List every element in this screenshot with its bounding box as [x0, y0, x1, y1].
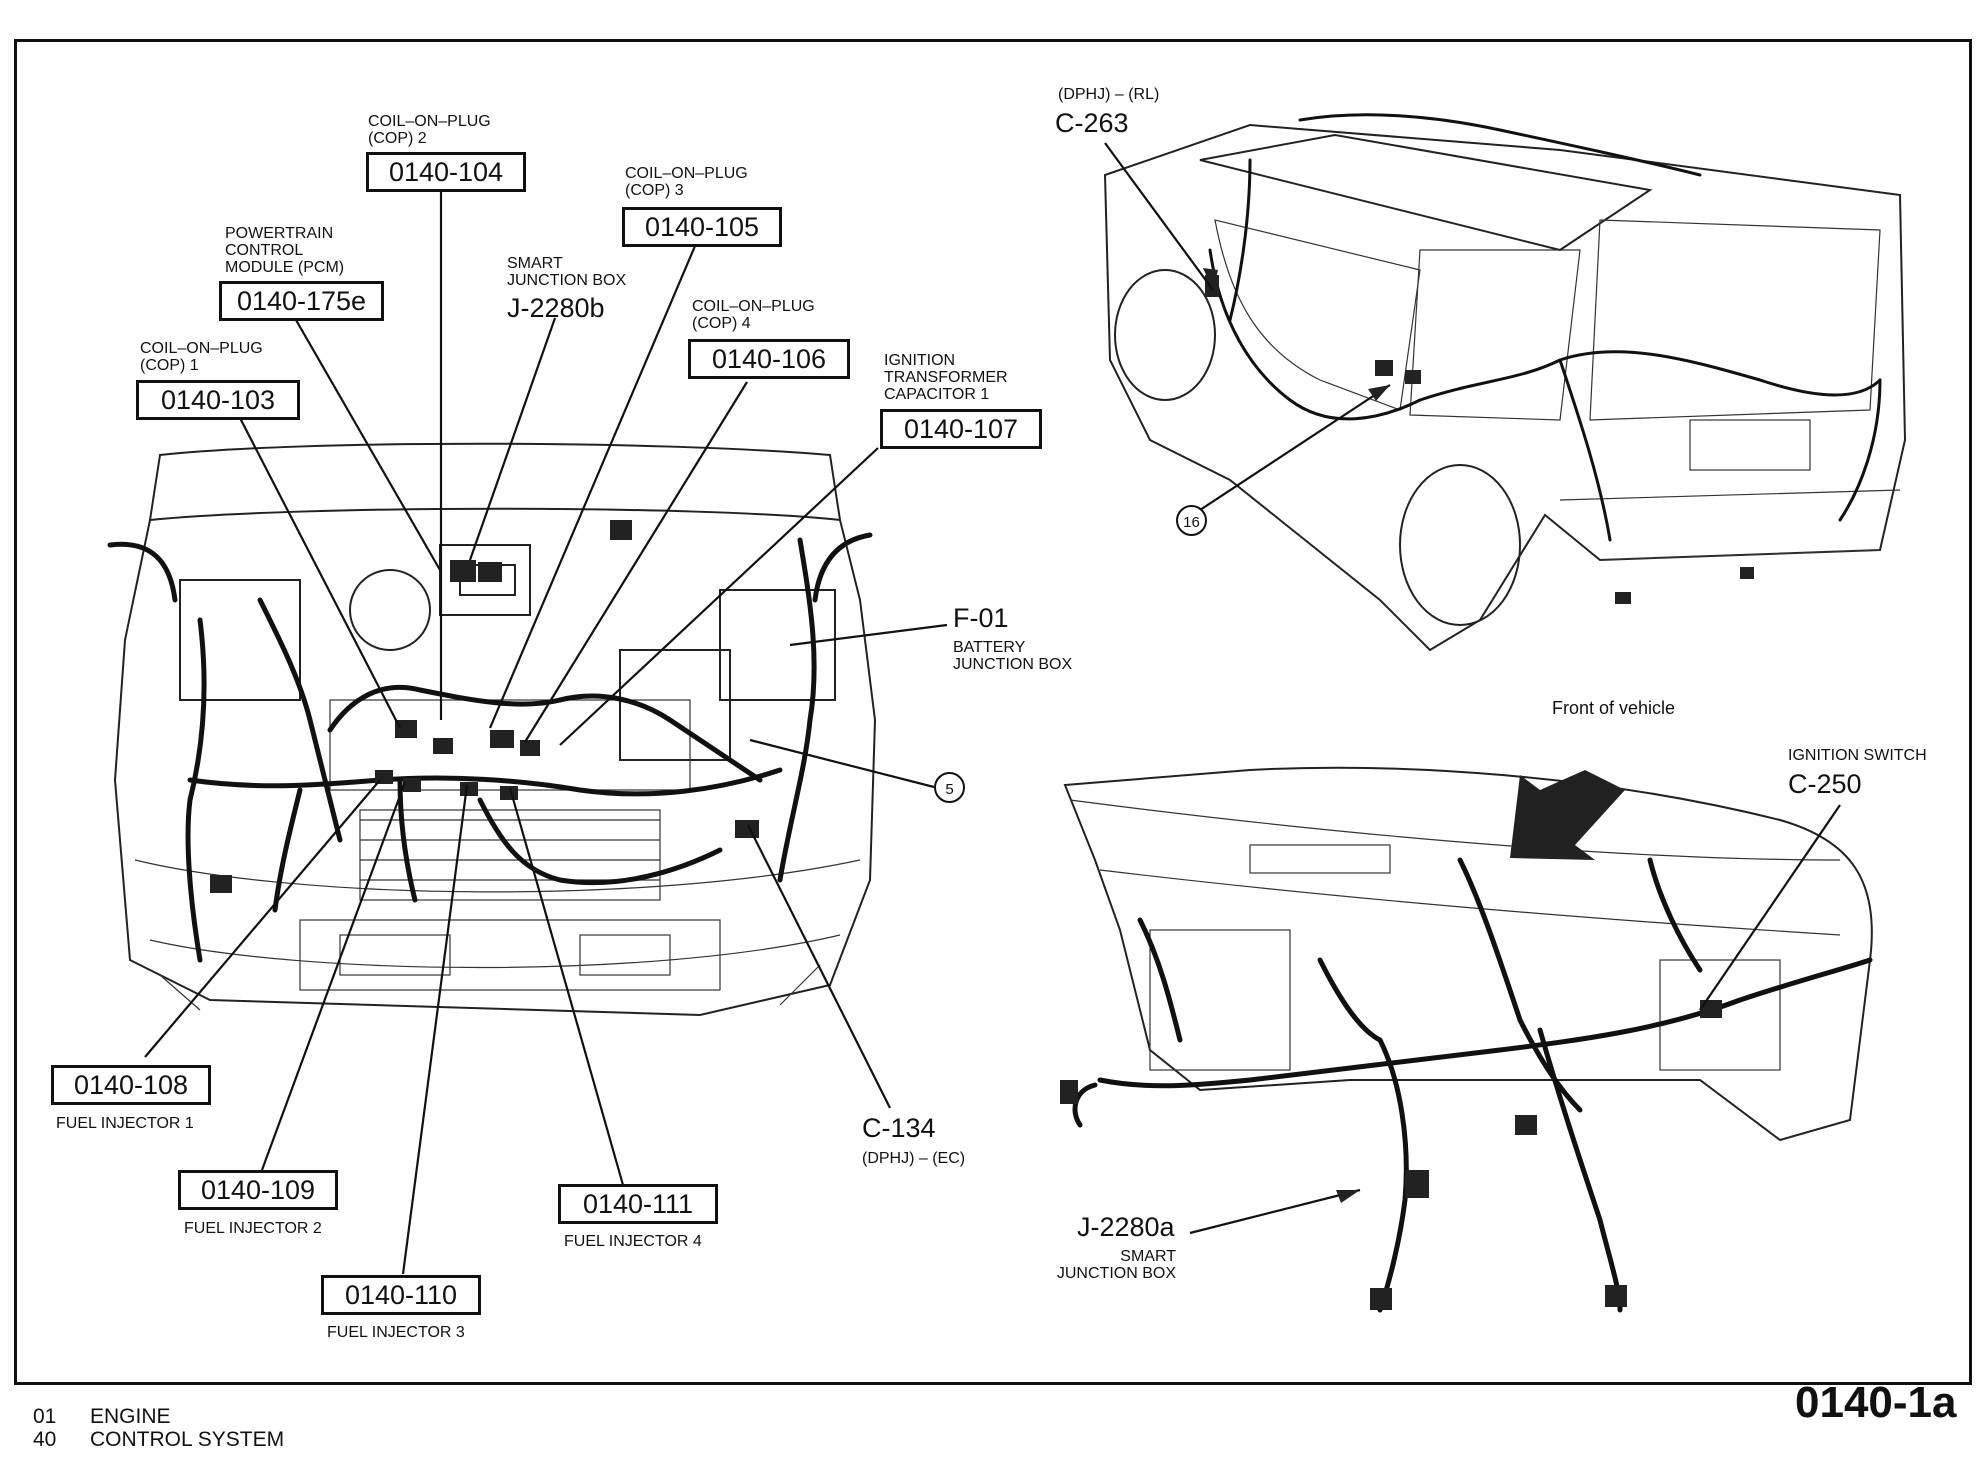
- front-of-vehicle-arrow: [1510, 770, 1625, 860]
- c263-label: (DPHJ) – (RL): [1058, 86, 1160, 103]
- callout-16[interactable]: 16: [1176, 505, 1207, 536]
- c134-label: (DPHJ) – (EC): [862, 1150, 966, 1167]
- pcm-label: POWERTRAIN CONTROL MODULE (PCM): [225, 225, 345, 276]
- c250-label: IGNITION SWITCH: [1788, 747, 1927, 764]
- inj4-code-box[interactable]: 0140-111: [558, 1184, 718, 1224]
- page-number: 0140-1a: [1795, 1378, 1957, 1427]
- footer-line2-text: CONTROL SYSTEM: [90, 1428, 285, 1451]
- cop1-code-box[interactable]: 0140-103: [136, 380, 300, 420]
- inj1-label: FUEL INJECTOR 1: [56, 1115, 194, 1132]
- inj3-code-box[interactable]: 0140-110: [321, 1275, 481, 1315]
- sjb-a-code[interactable]: J-2280a: [1077, 1212, 1175, 1242]
- cop2-label: COIL–ON–PLUG (COP) 2: [368, 113, 491, 147]
- diagram-frame: [14, 39, 1972, 1385]
- footer-line2-number: 40: [33, 1428, 57, 1451]
- engine-bay-illustration: [107, 442, 877, 1017]
- sjb-a-label: SMART JUNCTION BOX: [1056, 1248, 1176, 1282]
- cop2-code-box[interactable]: 0140-104: [366, 152, 526, 192]
- c263-code[interactable]: C-263: [1055, 108, 1129, 138]
- cop4-code-box[interactable]: 0140-106: [688, 339, 850, 379]
- inj3-label: FUEL INJECTOR 3: [327, 1324, 465, 1341]
- bjb-code[interactable]: F-01: [953, 603, 1009, 633]
- cop4-label: COIL–ON–PLUG (COP) 4: [692, 298, 815, 332]
- itc-code-box[interactable]: 0140-107: [880, 409, 1042, 449]
- bjb-label: BATTERY JUNCTION BOX: [953, 639, 1073, 673]
- inj4-label: FUEL INJECTOR 4: [564, 1233, 702, 1250]
- inj1-code-box[interactable]: 0140-108: [51, 1065, 211, 1105]
- inj2-label: FUEL INJECTOR 2: [184, 1220, 322, 1237]
- pcm-code-box[interactable]: 0140-175e: [219, 281, 384, 321]
- sjb-b-label: SMART JUNCTION BOX: [507, 255, 627, 289]
- cop1-label: COIL–ON–PLUG (COP) 1: [140, 340, 263, 374]
- dash-illustration: [1060, 766, 1873, 1313]
- rear-vehicle-illustration: [1103, 113, 1907, 652]
- front-of-vehicle-label: Front of vehicle: [1552, 698, 1676, 718]
- c134-code[interactable]: C-134: [862, 1113, 936, 1143]
- cop3-code-box[interactable]: 0140-105: [622, 207, 782, 247]
- engine-leader-lines: [144, 191, 948, 1275]
- inj2-code-box[interactable]: 0140-109: [178, 1170, 338, 1210]
- footer-line1-text: ENGINE: [90, 1405, 171, 1428]
- sjb-b-code[interactable]: J-2280b: [507, 293, 605, 323]
- footer-line1-number: 01: [33, 1405, 57, 1428]
- callout-5[interactable]: 5: [934, 772, 965, 803]
- cop3-label: COIL–ON–PLUG (COP) 3: [625, 165, 748, 199]
- c250-code[interactable]: C-250: [1788, 769, 1862, 799]
- itc-label: IGNITION TRANSFORMER CAPACITOR 1: [884, 352, 1008, 403]
